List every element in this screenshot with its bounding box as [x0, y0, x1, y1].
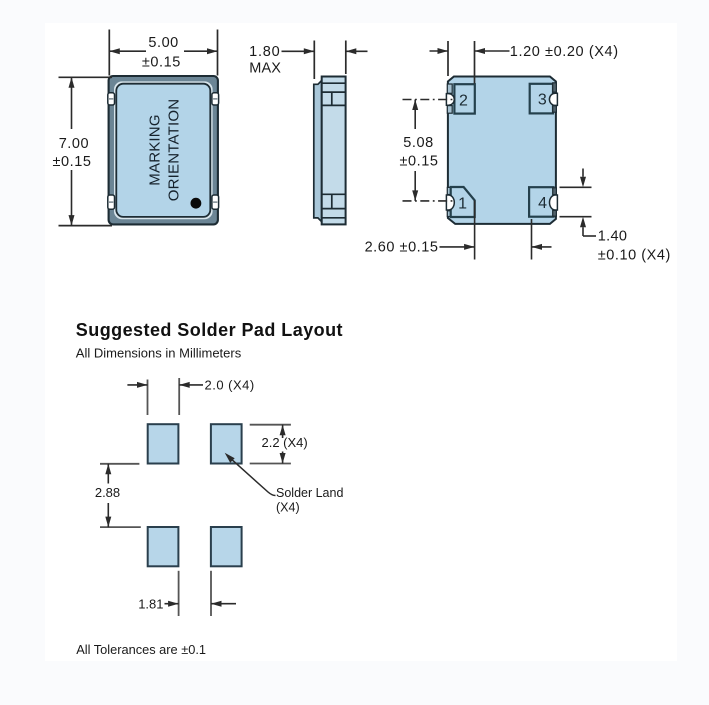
svg-text:1.40: 1.40: [598, 229, 627, 245]
svg-text:1: 1: [458, 195, 467, 212]
svg-text:2.60 ±0.15: 2.60 ±0.15: [365, 240, 439, 256]
svg-text:5.08: 5.08: [403, 135, 433, 151]
svg-text:Suggested Solder Pad Layout: Suggested Solder Pad Layout: [76, 320, 343, 340]
svg-text:2: 2: [459, 92, 468, 109]
svg-text:2.2 (X4): 2.2 (X4): [262, 435, 308, 450]
svg-text:3: 3: [538, 92, 547, 109]
svg-text:5.00: 5.00: [148, 35, 178, 51]
svg-text:2.0 (X4): 2.0 (X4): [205, 378, 255, 393]
svg-text:2.88: 2.88: [95, 485, 120, 500]
svg-text:1.80: 1.80: [249, 44, 280, 60]
svg-text:4: 4: [538, 195, 547, 212]
svg-text:All Dimensions in Millimeters: All Dimensions in Millimeters: [76, 346, 242, 361]
svg-text:±0.15: ±0.15: [400, 154, 439, 170]
svg-text:1.81: 1.81: [138, 596, 163, 611]
svg-text:7.00: 7.00: [59, 136, 89, 152]
svg-text:ORIENTATION: ORIENTATION: [165, 99, 182, 201]
svg-text:1.20 ±0.20 (X4): 1.20 ±0.20 (X4): [510, 44, 619, 60]
svg-text:Solder Land: Solder Land: [276, 486, 343, 500]
svg-text:MARKING: MARKING: [147, 114, 164, 185]
svg-text:±0.15: ±0.15: [142, 55, 181, 71]
svg-text:±0.10 (X4): ±0.10 (X4): [598, 247, 671, 263]
svg-text:MAX: MAX: [249, 61, 281, 77]
svg-text:(X4): (X4): [276, 500, 300, 514]
svg-text:±0.15: ±0.15: [53, 154, 92, 170]
svg-text:All Tolerances are ±0.1: All Tolerances are ±0.1: [76, 642, 206, 657]
